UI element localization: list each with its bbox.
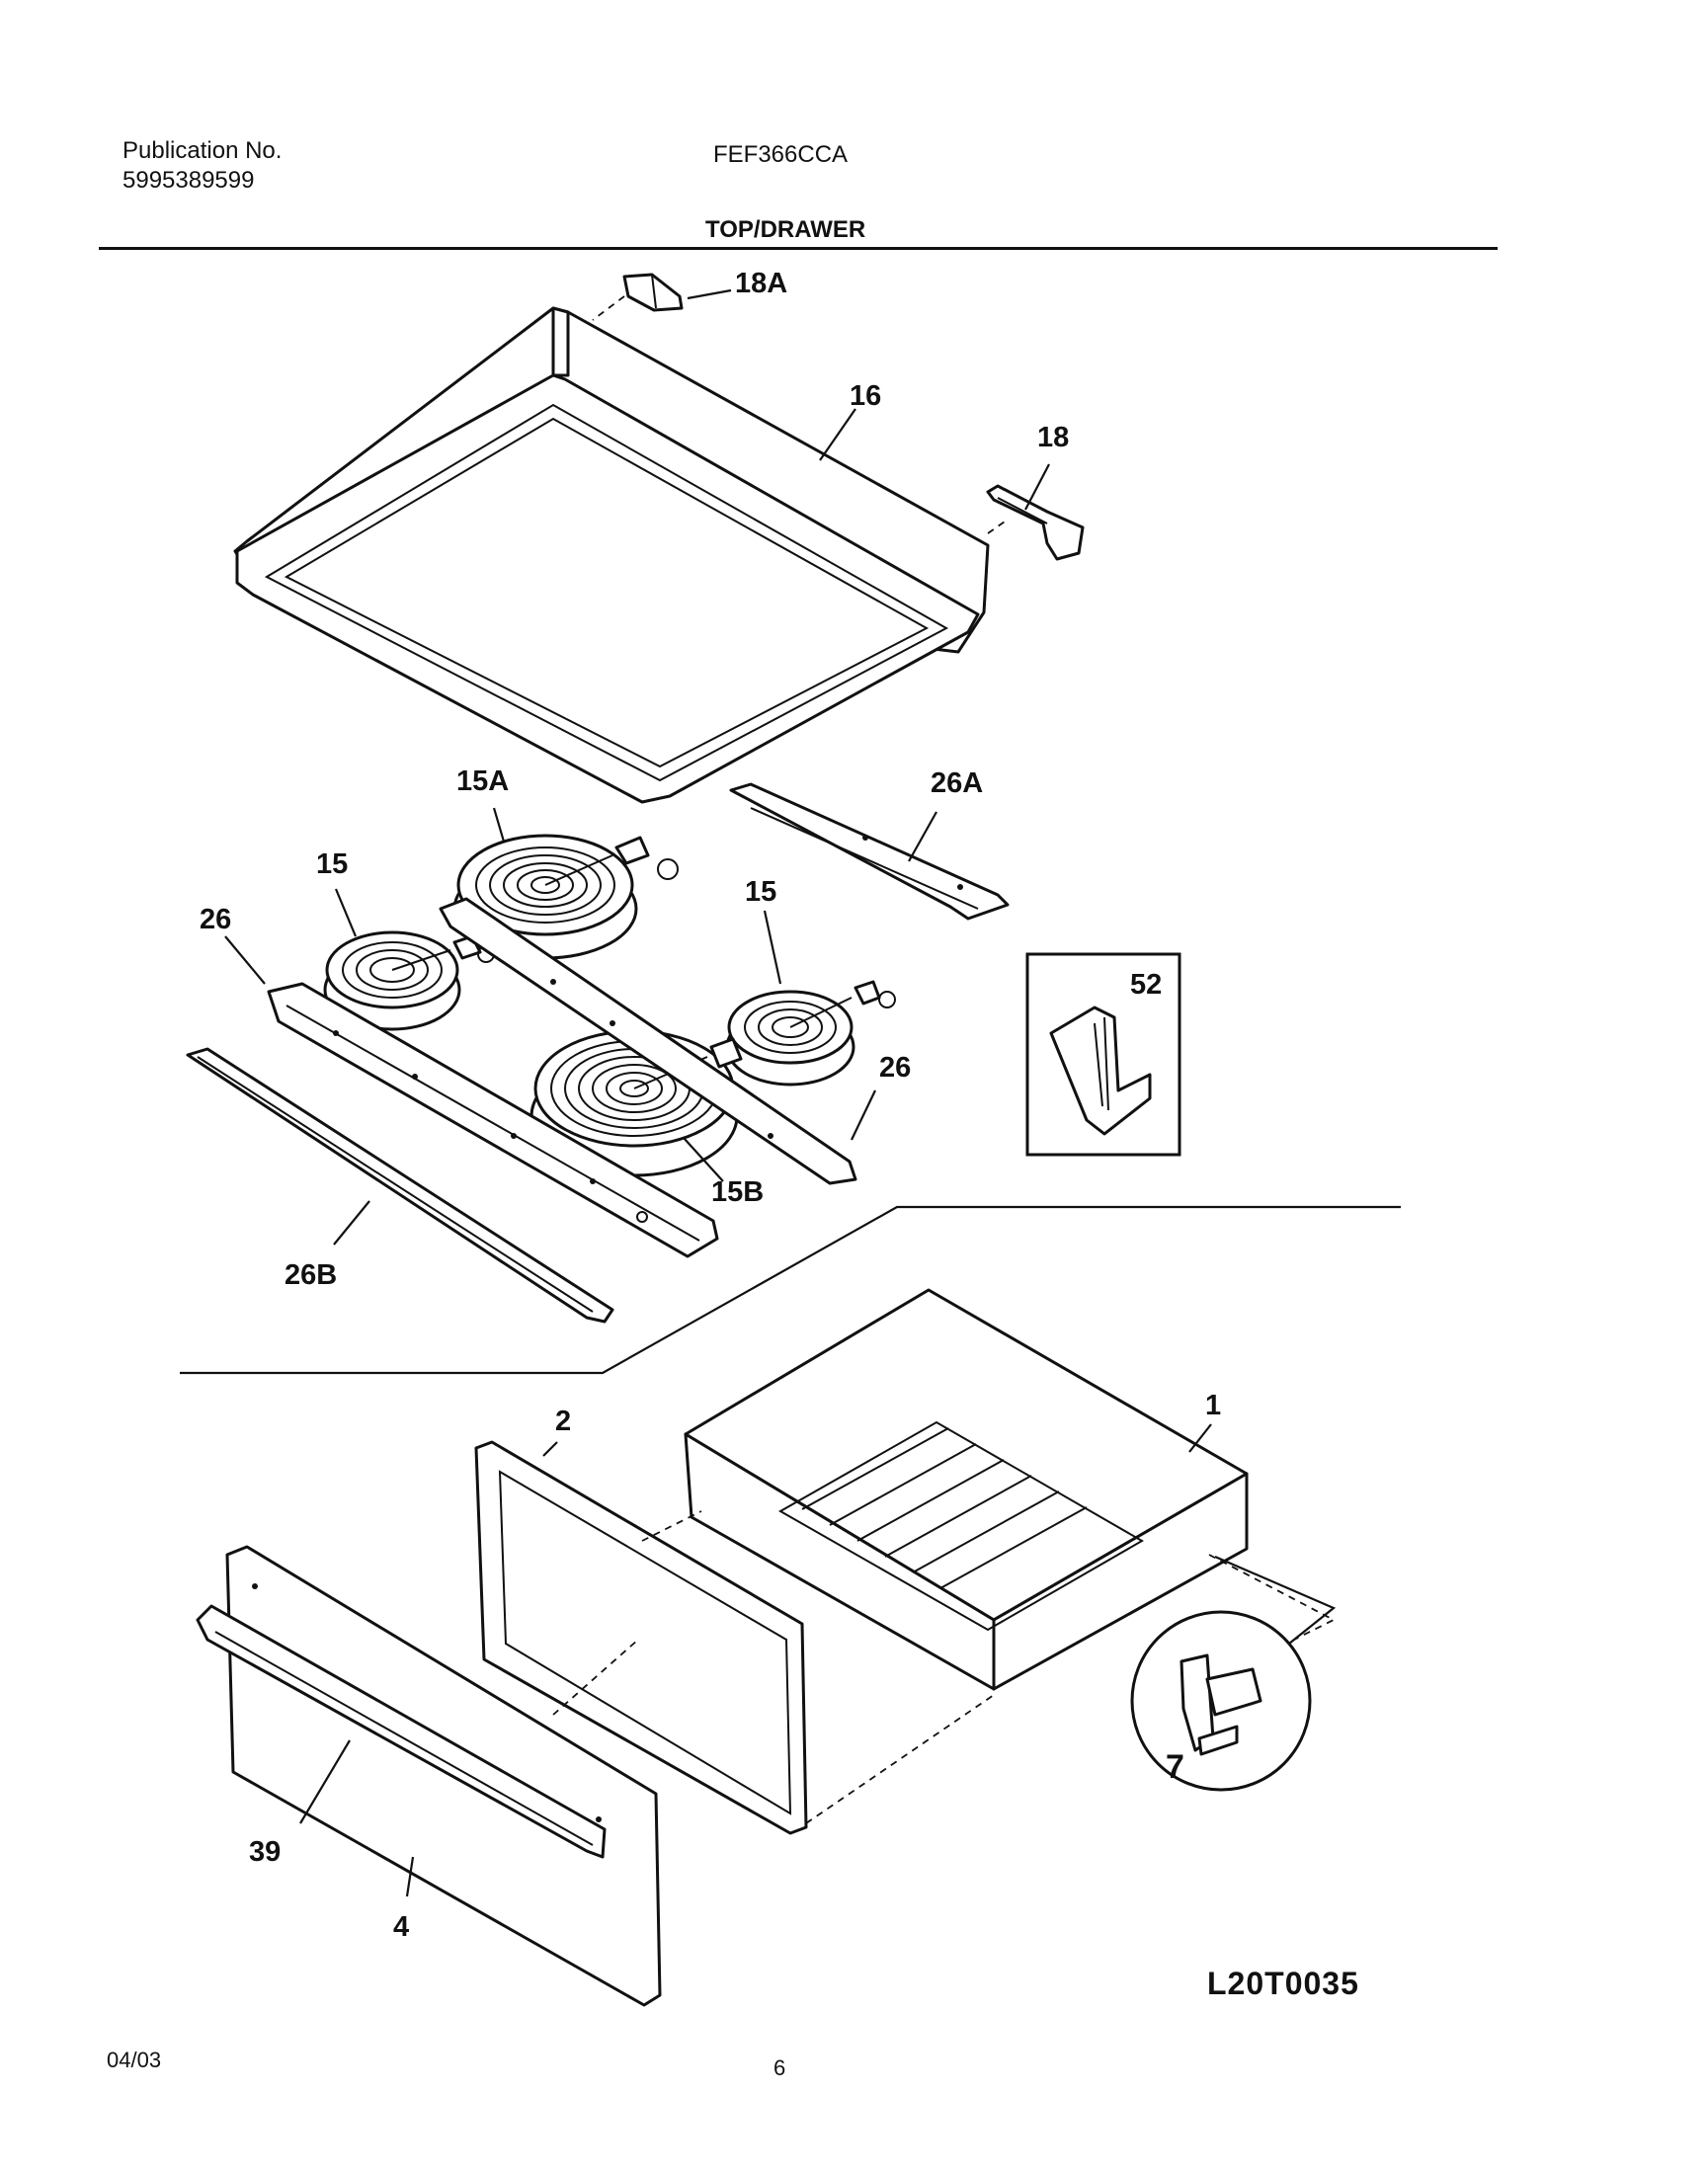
label-26-left: 26 (200, 904, 231, 935)
label-7: 7 (1166, 1748, 1184, 1786)
diagram-code: L20T0035 (1207, 1966, 1359, 2001)
label-26a: 26A (931, 767, 983, 799)
inset-52 (1025, 952, 1181, 1157)
label-18: 18 (1037, 422, 1069, 453)
drawer-frame-2 (474, 1440, 808, 1835)
drawer-panel-4 (196, 1545, 662, 2007)
section-divider (180, 1205, 1401, 1375)
detail-7 (1130, 1610, 1312, 1792)
label-15-left: 15 (316, 848, 348, 880)
page-number: 6 (773, 2055, 786, 2080)
section-title: TOP/DRAWER (705, 216, 866, 243)
label-16: 16 (850, 380, 881, 412)
publication-label: Publication No. (122, 137, 283, 164)
bracket-26-middle (439, 897, 857, 1185)
label-4: 4 (393, 1911, 409, 1943)
footer-date: 04/03 (107, 2048, 162, 2072)
bracket-26-left (267, 982, 719, 1258)
cooktop-16 (233, 306, 990, 804)
label-15b: 15B (711, 1176, 764, 1208)
bracket-18 (986, 484, 1085, 561)
element-15-right (725, 980, 896, 1087)
label-26-right: 26 (879, 1052, 911, 1084)
label-15a: 15A (456, 765, 509, 797)
drawer-body-1 (684, 1288, 1249, 1691)
label-15-right: 15 (745, 876, 776, 908)
label-18a: 18A (735, 268, 787, 299)
model-number: FEF366CCA (713, 141, 849, 168)
label-39: 39 (249, 1836, 281, 1868)
publication-number: 5995389599 (122, 167, 255, 194)
label-52: 52 (1130, 969, 1162, 1001)
label-26b: 26B (285, 1259, 337, 1291)
bracket-26a (729, 782, 1010, 921)
label-1: 1 (1205, 1390, 1221, 1421)
trim-26b (186, 1047, 614, 1324)
header-rule (99, 247, 1498, 250)
label-2: 2 (555, 1406, 571, 1437)
bracket-18a (622, 273, 684, 312)
